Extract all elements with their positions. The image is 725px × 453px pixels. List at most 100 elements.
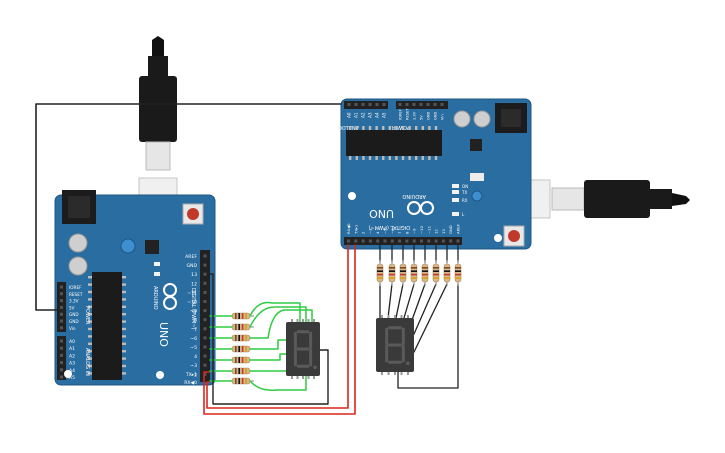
resistor[interactable] <box>376 263 384 283</box>
header-pin[interactable] <box>203 272 207 276</box>
wire-green[interactable] <box>249 339 287 350</box>
header-pin[interactable] <box>434 239 438 243</box>
header-pin[interactable] <box>203 327 207 331</box>
wire-green[interactable] <box>249 301 301 323</box>
header-pin[interactable] <box>60 375 63 379</box>
header-pin[interactable] <box>368 103 372 106</box>
header-pin[interactable] <box>354 103 358 106</box>
wire-black[interactable] <box>403 283 415 319</box>
display-pin[interactable] <box>381 372 383 375</box>
display-pin[interactable] <box>296 319 299 322</box>
header-pin[interactable] <box>449 239 453 243</box>
header-pin[interactable] <box>383 239 387 243</box>
resistor[interactable] <box>410 263 418 283</box>
wire-green[interactable] <box>249 353 287 361</box>
header-pin[interactable] <box>354 239 358 243</box>
wire-gnd-link[interactable] <box>35 103 342 311</box>
header-pin[interactable] <box>60 339 63 343</box>
resistor[interactable] <box>231 367 251 375</box>
display-pin[interactable] <box>394 315 396 318</box>
wire-black[interactable] <box>413 283 437 335</box>
wire-green[interactable] <box>249 306 307 328</box>
display-pin[interactable] <box>302 376 304 379</box>
resistor[interactable] <box>421 263 429 283</box>
header-pin[interactable] <box>60 346 63 350</box>
header-pin[interactable] <box>390 239 394 243</box>
resistor[interactable] <box>443 263 451 283</box>
header-pin[interactable] <box>361 239 365 243</box>
header-pin[interactable] <box>427 239 431 243</box>
wire-black[interactable] <box>395 283 404 319</box>
header-pin[interactable] <box>405 103 409 106</box>
header-pin[interactable] <box>60 326 63 330</box>
resistor[interactable] <box>231 312 251 320</box>
display-pin[interactable] <box>307 376 310 379</box>
resistor[interactable] <box>231 377 251 385</box>
display-pin[interactable] <box>407 372 409 375</box>
header-pin[interactable] <box>382 103 386 106</box>
display-pin[interactable] <box>381 315 383 318</box>
header-pin[interactable] <box>398 239 402 243</box>
display-pin[interactable] <box>387 372 390 375</box>
resistor[interactable] <box>231 345 251 353</box>
display-pin[interactable] <box>400 372 403 375</box>
resistor[interactable] <box>399 263 407 283</box>
wire-common-left[interactable] <box>209 273 329 405</box>
resistor[interactable] <box>388 263 396 283</box>
header-pin[interactable] <box>203 290 207 294</box>
header-pin[interactable] <box>419 103 423 106</box>
header-pin[interactable] <box>368 239 372 243</box>
wire-black[interactable] <box>397 283 459 389</box>
header-pin[interactable] <box>203 281 207 285</box>
header-pin[interactable] <box>426 103 430 106</box>
header-pin[interactable] <box>440 103 444 106</box>
display-pin[interactable] <box>394 372 396 375</box>
header-pin[interactable] <box>361 103 365 106</box>
resistor[interactable] <box>231 334 251 342</box>
display-pin[interactable] <box>307 319 310 322</box>
header-pin[interactable] <box>60 299 63 303</box>
wire-green[interactable] <box>249 309 313 339</box>
wire-green[interactable] <box>249 370 293 377</box>
display-pin[interactable] <box>407 315 409 318</box>
header-pin[interactable] <box>347 239 350 243</box>
header-pin[interactable] <box>60 292 63 296</box>
header-pin[interactable] <box>433 103 437 106</box>
reset-button-cap[interactable] <box>187 208 199 220</box>
header-pin[interactable] <box>203 318 207 322</box>
reset-button-cap[interactable] <box>508 230 520 242</box>
header-pin[interactable] <box>456 239 460 243</box>
wire-red-tx[interactable] <box>203 244 356 415</box>
wire-red-rx[interactable] <box>206 244 349 409</box>
header-pin[interactable] <box>441 239 445 243</box>
display-pin[interactable] <box>302 319 304 322</box>
header-pin[interactable] <box>60 305 63 309</box>
header-pin[interactable] <box>398 103 402 106</box>
display-pin[interactable] <box>313 319 315 322</box>
header-pin[interactable] <box>375 103 379 106</box>
header-pin[interactable] <box>60 285 63 289</box>
header-pin[interactable] <box>60 361 63 365</box>
display-pin[interactable] <box>313 376 315 379</box>
wire-black[interactable] <box>387 283 393 319</box>
header-pin[interactable] <box>203 345 207 349</box>
header-pin[interactable] <box>60 353 63 357</box>
display-pin[interactable] <box>400 315 403 318</box>
header-pin[interactable] <box>412 239 416 243</box>
resistor[interactable] <box>231 356 251 364</box>
header-pin[interactable] <box>60 368 63 372</box>
header-pin[interactable] <box>405 239 409 243</box>
wire-green[interactable] <box>249 375 307 392</box>
header-pin[interactable] <box>203 354 207 358</box>
header-pin[interactable] <box>203 336 207 340</box>
wire-black[interactable] <box>411 283 426 321</box>
header-pin[interactable] <box>412 103 416 106</box>
header-pin[interactable] <box>203 309 207 313</box>
resistor[interactable] <box>454 263 462 283</box>
header-pin[interactable] <box>203 300 207 303</box>
header-pin[interactable] <box>203 363 207 367</box>
header-pin[interactable] <box>203 263 207 267</box>
header-pin[interactable] <box>60 312 63 316</box>
display-pin[interactable] <box>291 376 293 379</box>
display-pin[interactable] <box>296 376 299 379</box>
